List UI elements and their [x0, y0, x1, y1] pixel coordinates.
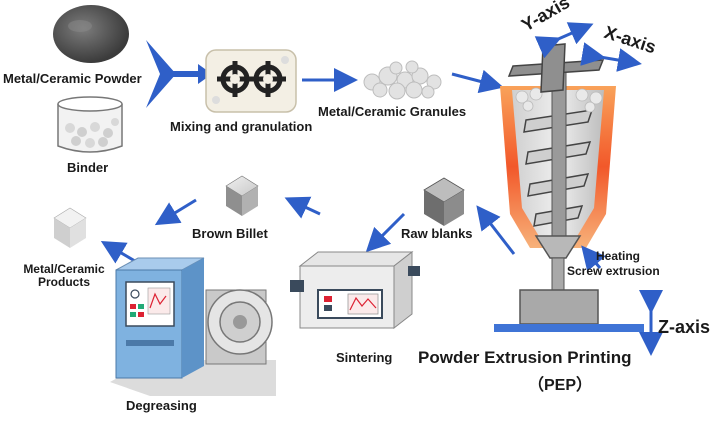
- screw-extrusion-label: Screw extrusion: [567, 264, 660, 278]
- powder-icon: [53, 5, 129, 63]
- products-cube: [53, 207, 87, 248]
- brown-billet-cube: [225, 175, 259, 216]
- raw-to-sintering-arrow: [365, 212, 406, 253]
- pep-title: Powder Extrusion Printing: [418, 348, 632, 367]
- degreasing-machine: [110, 257, 276, 396]
- mixer-icon: [205, 49, 297, 113]
- y-axis-arrow: [534, 22, 594, 59]
- sintering-label: Sintering: [336, 350, 393, 365]
- binder-label: Binder: [67, 160, 109, 175]
- powder-label: Metal/Ceramic Powder: [3, 71, 142, 86]
- x-axis-arrow: [580, 42, 642, 72]
- billet-to-degreasing-arrow: [154, 198, 197, 226]
- pep-printer: [494, 43, 644, 332]
- mixing-label: Mixing and granulation: [170, 119, 313, 134]
- granules-icon: [363, 60, 442, 100]
- printer-to-raw-arrow: [476, 205, 516, 255]
- heating-arrow: [581, 245, 606, 272]
- z-axis-label: Z-axis: [658, 317, 711, 337]
- pep-abbr: （PEP）: [528, 377, 593, 394]
- products-label: Metal/Ceramic Products: [23, 262, 105, 289]
- raw-blank-cube: [423, 177, 465, 226]
- degreasing-label: Degreasing: [126, 398, 197, 413]
- granules-label: Metal/Ceramic Granules: [318, 104, 467, 119]
- raw-blanks-label: Raw blanks: [401, 226, 473, 241]
- granules-to-printer-arrow: [451, 69, 504, 94]
- merge-arrow: [146, 40, 212, 108]
- binder-beaker-icon: [57, 96, 123, 153]
- raw-to-billet-arrow: [284, 196, 321, 219]
- sintering-furnace: [290, 250, 420, 330]
- heating-label: Heating: [596, 249, 641, 263]
- brown-billet-label: Brown Billet: [192, 226, 268, 241]
